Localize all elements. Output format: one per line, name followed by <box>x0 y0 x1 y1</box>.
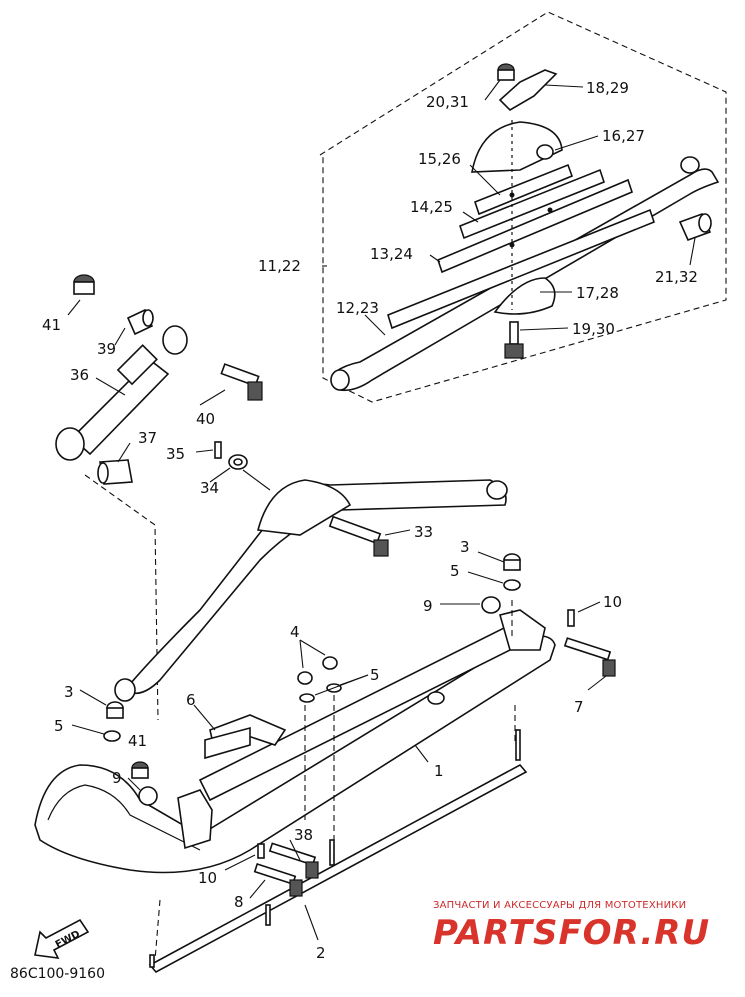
label-10-front: 10 <box>198 869 217 887</box>
front-bracket <box>177 789 213 850</box>
bolt-7 <box>563 637 616 677</box>
label-11-22: 11,22 <box>258 257 301 275</box>
label-3-rear: 3 <box>460 538 470 556</box>
label-36: 36 <box>70 366 89 384</box>
label-9-front: 9 <box>112 769 122 787</box>
wear-bar <box>148 729 528 974</box>
label-14-25: 14,25 <box>410 198 453 216</box>
rear-bracket <box>499 609 546 651</box>
label-35: 35 <box>166 445 185 463</box>
label-16-27: 16,27 <box>602 127 645 145</box>
drawing-code: 86C100-9160 <box>10 966 105 982</box>
label-6: 6 <box>186 691 196 709</box>
bushing-21 <box>678 212 712 242</box>
nut-3-front <box>106 701 124 719</box>
leaf-15 <box>474 163 574 216</box>
collar-37 <box>97 459 133 485</box>
pin-10-front <box>257 843 265 859</box>
collar-39 <box>126 308 154 336</box>
part-labels: 18,29 20,31 16,27 15,26 14,25 11,22 13,2… <box>42 79 698 962</box>
label-1: 1 <box>434 762 444 780</box>
bushing-41-top <box>73 274 95 295</box>
assembly-line <box>154 899 161 961</box>
label-8: 8 <box>234 893 244 911</box>
label-10-rear: 10 <box>603 593 622 611</box>
label-34: 34 <box>200 479 219 497</box>
label-5-rear: 5 <box>450 562 460 580</box>
label-2: 2 <box>316 944 326 962</box>
pin-10-rear <box>567 609 575 627</box>
spring-seat-upper <box>471 121 563 173</box>
forward-arrow-icon: FWD <box>34 918 90 959</box>
bolt-8 <box>253 863 303 897</box>
leaf-13 <box>437 178 633 274</box>
spring-seat-lower <box>493 277 556 315</box>
watermark-logo: PARTSFOR.RU <box>433 913 711 953</box>
leader-lines <box>67 79 696 941</box>
label-41-top: 41 <box>42 316 61 334</box>
label-39: 39 <box>97 340 116 358</box>
clamp-plate <box>498 69 558 112</box>
label-17-28: 17,28 <box>576 284 619 302</box>
washer-5-rear <box>503 579 521 591</box>
collar-9-front <box>138 786 158 806</box>
bracket-6 <box>204 714 287 760</box>
label-15-26: 15,26 <box>418 150 461 168</box>
subassembly-boundary <box>319 11 727 403</box>
bushing-41-front <box>131 761 149 779</box>
label-21-32: 21,32 <box>655 268 698 286</box>
watermark-tagline: ЗАПЧАСТИ И АКСЕССУАРЫ ДЛЯ МОТОТЕХНИКИ <box>433 900 687 911</box>
label-41-front: 41 <box>128 732 147 750</box>
label-37: 37 <box>138 429 157 447</box>
nut-34 <box>228 454 248 470</box>
label-20-31: 20,31 <box>426 93 469 111</box>
bolt-lower <box>504 321 524 359</box>
label-38: 38 <box>294 826 313 844</box>
ski-body <box>34 618 556 874</box>
nut-3-rear <box>503 553 521 571</box>
collar-9-rear <box>481 596 501 614</box>
label-4: 4 <box>290 623 300 641</box>
label-5-mid: 5 <box>370 666 380 684</box>
shock-absorber <box>55 325 188 461</box>
label-5-front: 5 <box>54 717 64 735</box>
label-13-24: 13,24 <box>370 245 413 263</box>
label-9-rear: 9 <box>423 597 433 615</box>
leaf-12 <box>387 208 655 330</box>
bolt-40 <box>220 363 263 401</box>
pin-35 <box>214 441 222 459</box>
nuts-4 <box>297 656 338 685</box>
nut-top <box>497 63 515 81</box>
label-33: 33 <box>414 523 433 541</box>
label-18-29: 18,29 <box>586 79 629 97</box>
bolt-33 <box>328 515 389 557</box>
leaf-spring-lower <box>114 479 508 702</box>
leaf-14 <box>459 168 605 240</box>
label-40: 40 <box>196 410 215 428</box>
label-19-30: 19,30 <box>572 320 615 338</box>
washer-5-front <box>103 730 121 742</box>
label-3-front: 3 <box>64 683 74 701</box>
bolt-38 <box>268 842 319 879</box>
label-7: 7 <box>574 698 584 716</box>
label-12-23: 12,23 <box>336 299 379 317</box>
